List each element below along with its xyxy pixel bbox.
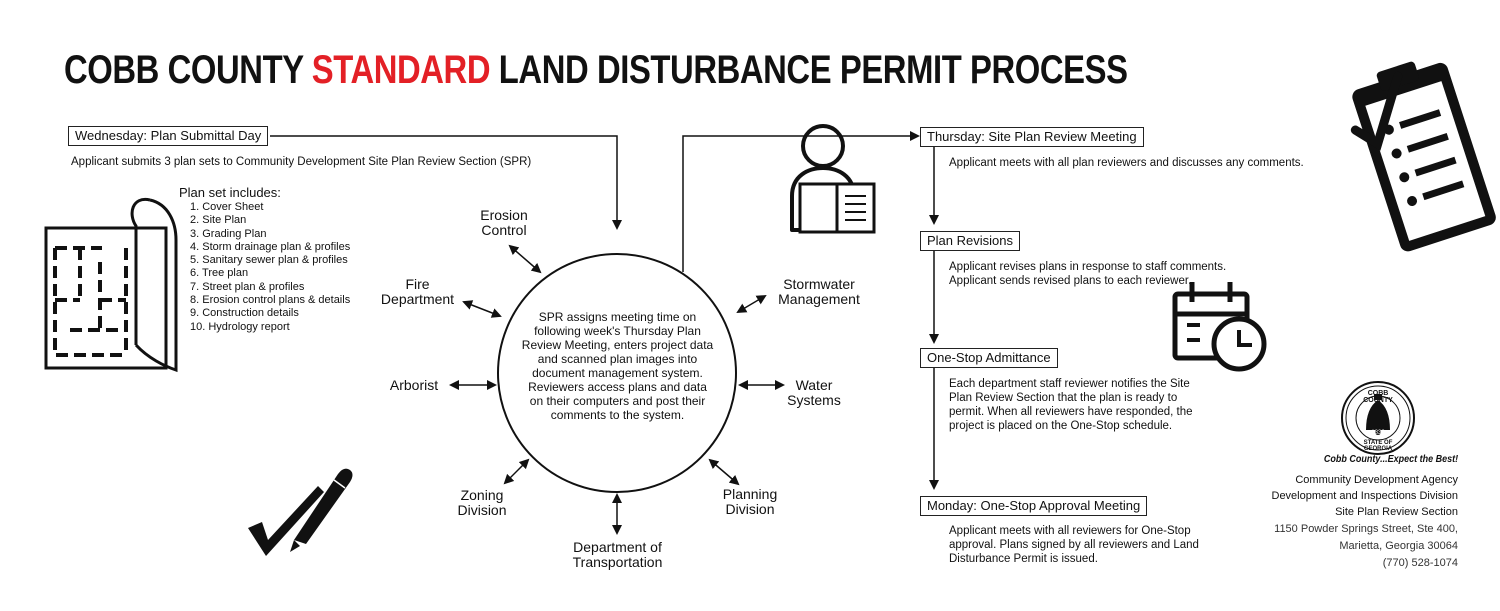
spr-circle [497, 253, 737, 493]
calendar-clock-icon [1172, 282, 1267, 372]
plan-set-item: 3. Grading Plan [190, 227, 267, 240]
plan-set-item: 7. Street plan & profiles [190, 280, 305, 293]
submittal-day-label: Wednesday: Plan Submittal Day [68, 126, 269, 146]
dept-erosion-control: Erosion Control [480, 207, 528, 238]
step-revisions-description: Applicant revises plans in response to s… [949, 261, 1227, 287]
title-part2: LAND DISTURBANCE PERMIT PROCESS [490, 48, 1128, 92]
step-thursday-label: Thursday: Site Plan Review Meeting [920, 127, 1144, 147]
step-admittance-description: Each department staff reviewer notifies … [949, 378, 1193, 432]
step-thursday-description: Applicant meets with all plan reviewers … [949, 157, 1304, 169]
dept-planning: Planning Division [722, 486, 778, 517]
plan-set-item: 8. Erosion control plans & details [190, 294, 351, 307]
plan-set-item: 5. Sanitary sewer plan & profiles [190, 254, 348, 267]
arrow-planning [708, 458, 740, 486]
person-document-icon [790, 124, 876, 234]
county-slogan: Cobb County...Expect the Best! [1323, 454, 1458, 465]
dept-transportation: Department of Transportation [572, 539, 663, 570]
dept-water: Water Systems [787, 377, 841, 408]
connector-submittal-to-spr [270, 135, 622, 230]
dept-arborist: Arborist [389, 377, 439, 393]
plan-set-item: 10. Hydrology report [190, 320, 290, 333]
contact-address-line2: Marietta, Georgia 30064 [1339, 540, 1458, 552]
seal-year: 1832 [1371, 430, 1385, 436]
contact-address-line1: 1150 Powder Springs Street, Ste 400, [1274, 523, 1458, 535]
arrow-stormwater [736, 294, 767, 314]
seal-bottom-text: STATE OF GEORGIA [1363, 440, 1393, 452]
spr-description: SPR assigns meeting time on following we… [521, 310, 714, 422]
dept-zoning: Zoning Division [457, 487, 507, 518]
plan-set-item: 2. Site Plan [190, 214, 247, 227]
title-highlight: STANDARD [311, 48, 491, 92]
title-part1: COBB COUNTY [64, 48, 312, 92]
step-admittance-label: One-Stop Admittance [920, 348, 1058, 368]
arrow-erosion [508, 244, 542, 274]
clipboard-checklist-icon [1350, 61, 1496, 252]
dept-stormwater: Stormwater Management [778, 276, 860, 307]
contact-division: Development and Inspections Division [1271, 490, 1459, 502]
step-monday-label: Monday: One-Stop Approval Meeting [920, 496, 1148, 516]
arrow-fire [462, 300, 502, 318]
seal-top-text: COBB COUNTY [1363, 390, 1393, 404]
contact-phone: (770) 528-1074 [1382, 557, 1458, 569]
checkmark-pen-icon [248, 468, 353, 556]
plan-set-item: 1. Cover Sheet [190, 201, 264, 213]
arrow-zoning [503, 458, 530, 485]
county-seal-icon [1341, 381, 1415, 455]
dept-fire: Fire Department [380, 276, 455, 307]
page-title: COBB COUNTY STANDARD LAND DISTURBANCE PE… [64, 44, 1128, 96]
step-monday-description: Applicant meets with all reviewers for O… [949, 525, 1199, 565]
step-revisions-label: Plan Revisions [920, 231, 1020, 251]
blueprint-icon [44, 197, 178, 373]
submittal-description: Applicant submits 3 plan sets to Communi… [71, 156, 532, 168]
contact-agency: Community Development Agency [1295, 474, 1458, 486]
plan-set-item: 6. Tree plan [190, 267, 249, 280]
plan-set-heading: Plan set includes: [179, 185, 281, 200]
plan-set-item: 9. Construction details [190, 307, 299, 320]
plan-set-item: 4. Storm drainage plan & profiles [190, 240, 351, 253]
contact-section: Site Plan Review Section [1335, 506, 1458, 518]
